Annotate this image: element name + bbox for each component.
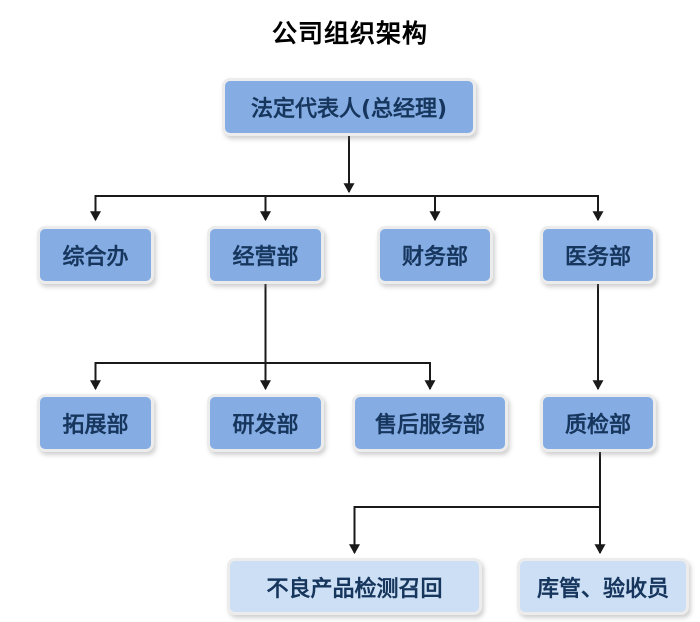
- node-finance-dept: 财务部: [377, 226, 493, 284]
- node-medical-dept: 医务部: [540, 226, 656, 284]
- node-rnd-dept: 研发部: [207, 394, 324, 452]
- node-quality-inspection-dept: 质检部: [540, 394, 656, 452]
- node-general-office: 综合办: [37, 226, 154, 284]
- node-warehouse-inspector: 库管、验收员: [517, 558, 689, 615]
- node-after-sales-service-dept: 售后服务部: [352, 394, 508, 452]
- node-defective-product-recall: 不良产品检测召回: [227, 558, 482, 615]
- node-operations-dept: 经营部: [207, 226, 324, 284]
- page-title: 公司组织架构: [271, 19, 428, 48]
- node-legal-representative-gm: 法定代表人(总经理): [222, 78, 476, 136]
- node-expansion-dept: 拓展部: [37, 394, 154, 452]
